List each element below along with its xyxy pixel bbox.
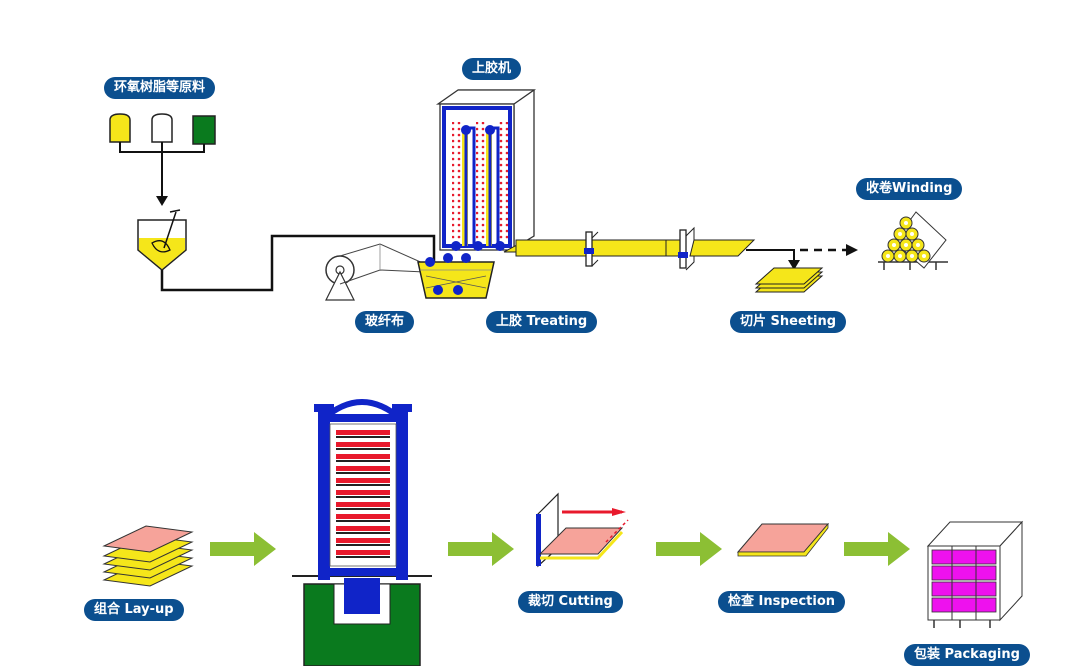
label-treating: 上胶 Treating: [486, 311, 598, 333]
flow-arrow-3: [656, 532, 722, 566]
resin-dip-tank: [417, 253, 495, 299]
glass-fabric-roll: [325, 243, 426, 301]
mixer-tank: [137, 209, 187, 271]
prepreg-line: [503, 226, 756, 271]
winding-rolls: [878, 211, 948, 270]
packaging-crate: [926, 520, 1024, 628]
label-layup: 组合 Lay-up: [84, 599, 184, 621]
flow-arrow-4: [844, 532, 910, 566]
inspection-sheet: [736, 522, 830, 557]
label-inspection: 检查 Inspection: [718, 591, 846, 613]
label-packaging: 包装 Packaging: [904, 644, 1030, 666]
flow-arrow-2: [448, 532, 514, 566]
label-sheeting: 切片 Sheeting: [730, 311, 847, 333]
layup-stack: [102, 525, 194, 587]
label-cutting: 裁切 Cutting: [518, 591, 623, 613]
flow-arrow-1: [210, 532, 276, 566]
label-winding: 收卷Winding: [856, 178, 963, 200]
resin-pipe: [160, 234, 436, 292]
raw-material-tanks: [109, 113, 216, 206]
label-glue-machine: 上胶机: [462, 58, 522, 80]
sheeting-arrow: [746, 249, 800, 270]
cutting-station: [536, 492, 629, 568]
label-raw-materials: 环氧树脂等原料: [104, 77, 216, 99]
winding-dashed-arrow: [800, 244, 858, 256]
treating-tower: [435, 89, 537, 251]
sheet-stack: [754, 267, 824, 293]
label-glass-fabric: 玻纤布: [355, 311, 415, 333]
hot-press: [292, 399, 432, 666]
